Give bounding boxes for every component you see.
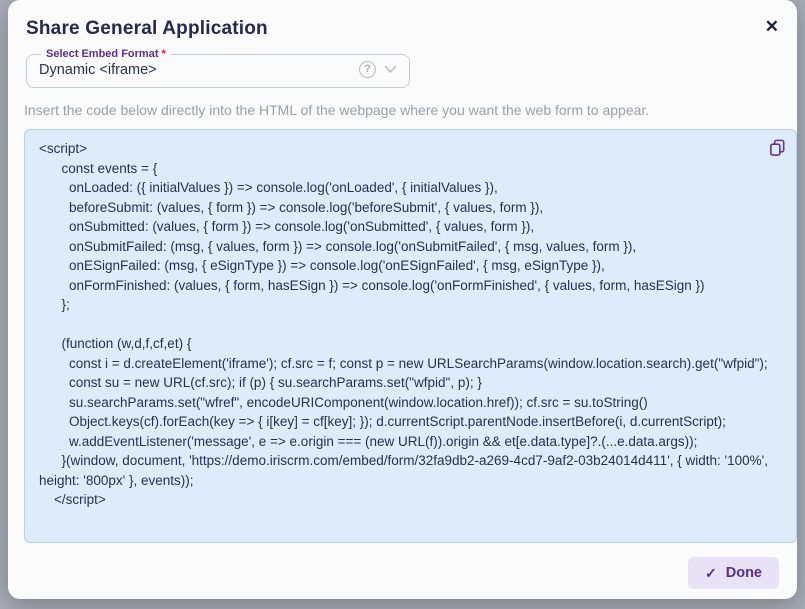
share-application-dialog: Share General Application ✕ Select Embed… <box>8 0 797 599</box>
chevron-down-icon[interactable] <box>384 65 397 74</box>
embed-format-value: Dynamic <iframe> <box>39 61 157 78</box>
select-icons: ? <box>359 61 397 78</box>
check-icon: ✓ <box>705 564 717 581</box>
help-icon[interactable]: ? <box>359 61 376 78</box>
done-button[interactable]: ✓ Done <box>688 557 779 589</box>
dialog-header: Share General Application ✕ <box>26 18 779 44</box>
done-button-label: Done <box>725 565 762 581</box>
embed-code: <script> const events = { onLoaded: ({ i… <box>39 141 768 507</box>
embed-format-value-row[interactable]: Dynamic <iframe> ? <box>39 61 397 78</box>
embed-format-select[interactable]: Select Embed Format* Dynamic <iframe> ? <box>26 49 410 88</box>
embed-code-block: <script> const events = { onLoaded: ({ i… <box>24 129 797 543</box>
embed-format-label: Select Embed Format* <box>46 48 166 60</box>
required-asterisk: * <box>161 48 166 60</box>
instruction-text: Insert the code below directly into the … <box>24 102 650 118</box>
close-icon[interactable]: ✕ <box>764 17 779 36</box>
copy-icon[interactable] <box>768 138 787 157</box>
page-title: Share General Application <box>26 18 268 39</box>
